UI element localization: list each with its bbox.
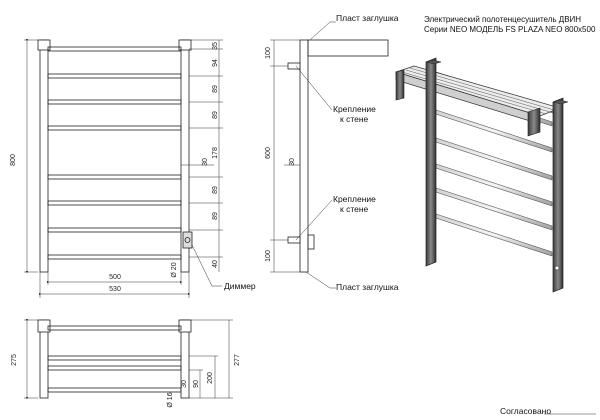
dim-r3: 89: [212, 111, 219, 119]
dim-r5: 89: [212, 186, 219, 194]
label-mount-top-2: к стене: [340, 114, 369, 124]
front-dimension-lines: [24, 38, 223, 298]
shelf-dim-d16: Ø 16: [167, 392, 174, 407]
dim-r4: 178: [212, 147, 219, 159]
dim-r0: 35: [212, 42, 219, 50]
dim-r7: 40: [212, 260, 219, 268]
side-dim-top: 100: [265, 47, 272, 59]
shelf-view: [37, 319, 192, 399]
plug-top-right: [178, 39, 192, 51]
label-mount-bottom-2: к стене: [340, 204, 369, 214]
plug-top-left: [37, 39, 51, 51]
front-rails: [47, 46, 182, 260]
side-dimmer: [307, 234, 315, 250]
shelf-dim-left: 275: [11, 354, 18, 366]
front-view: [37, 39, 193, 273]
side-post: [299, 39, 309, 273]
iso-left-post: [425, 57, 437, 267]
shelf-rail-2: [47, 355, 182, 361]
shelf-dimension-lines: [24, 318, 233, 400]
dim-r1: 94: [212, 59, 219, 67]
title-line-2: Серии NEO МОДЕЛЬ FS PLAZA NEO 800x500: [424, 25, 596, 34]
iso-right-post: [552, 97, 564, 293]
iso-left-shelf-bracket: [395, 69, 405, 101]
label-mount-bottom-1: Крепление: [333, 194, 376, 204]
dim-width-inner: 500: [109, 274, 121, 281]
shelf-dim-right: 277: [234, 354, 241, 366]
shelf-rail-4: [47, 387, 182, 393]
dim-d20: Ø 20: [171, 262, 178, 277]
dim-gap: 30: [202, 158, 209, 166]
dim-height: 800: [10, 154, 17, 166]
side-dim-gap: 30: [289, 158, 296, 166]
side-dimension-lines: [270, 21, 336, 289]
shelf-rail-3: [47, 365, 182, 371]
iso-right-post-top: [552, 99, 569, 105]
dimmer-box: [182, 231, 193, 249]
label-plug-top: Пласт заглушка: [336, 13, 399, 23]
left-post: [39, 39, 49, 273]
iso-left-post-top: [425, 59, 442, 65]
title-line-1: Электрический полотенцесушитель ДВИН: [424, 15, 581, 24]
shelf-dim-30: 30: [181, 380, 188, 388]
iso-right-shelf-bracket: [527, 107, 541, 137]
label-plug-bottom: Пласт заглушка: [336, 282, 399, 292]
shelf-rail-1: [47, 325, 182, 331]
dimmer-knob: [184, 237, 191, 243]
side-shelf: [307, 39, 389, 57]
side-view: [287, 39, 389, 273]
side-dim-middle: 600: [265, 147, 272, 159]
dim-r2: 89: [212, 85, 219, 93]
label-dimmer: Диммер: [224, 281, 256, 291]
dim-width-outer: 530: [109, 286, 121, 293]
label-mount-top-1: Крепление: [333, 104, 376, 114]
side-dim-bottom: 100: [265, 250, 272, 262]
side-mount-top: [287, 62, 301, 70]
isometric-view: [394, 57, 569, 293]
iso-dimmer-knob: [554, 265, 560, 271]
shelf-dim-200: 200: [207, 372, 214, 384]
label-approved: Согласовано: [500, 406, 551, 416]
dim-r6: 89: [212, 212, 219, 220]
shelf-dim-90: 90: [193, 380, 200, 388]
front-right-dims: 35 94 89 89 178 89 89 40: [212, 42, 219, 268]
